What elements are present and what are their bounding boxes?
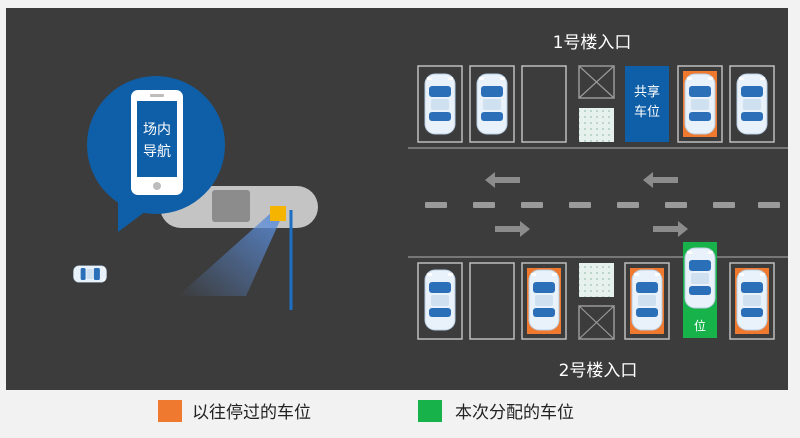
top-parking-row: 共享 车位 xyxy=(417,65,775,143)
parked-car xyxy=(684,73,716,135)
parking-space xyxy=(521,262,567,340)
parked-car xyxy=(736,269,768,331)
parked-car xyxy=(736,73,768,135)
parked-car xyxy=(631,269,663,331)
parked-car xyxy=(424,73,456,135)
blocked-space-icon xyxy=(578,305,615,340)
empty-parking-space xyxy=(469,262,515,340)
entrance-bottom-label: 2号楼入口 xyxy=(559,361,638,381)
legend-swatch-assigned xyxy=(418,400,442,422)
arrow-right-icon xyxy=(495,221,530,237)
green-space-marker xyxy=(579,108,614,142)
assigned-spot-label: 位 xyxy=(694,318,706,333)
legend-swatch-previous xyxy=(158,400,182,422)
arrow-left-icon xyxy=(485,172,520,188)
parked-car xyxy=(528,269,560,331)
parking-space xyxy=(729,65,775,143)
phone-speaker xyxy=(150,94,164,97)
legend: 以往停过的车位 本次分配的车位 xyxy=(158,400,574,423)
arrow-right-icon xyxy=(653,221,688,237)
legend-label-assigned: 本次分配的车位 xyxy=(455,403,574,423)
phone-screen xyxy=(137,101,177,177)
arrow-left-icon xyxy=(643,172,678,188)
shared-spot-line2: 车位 xyxy=(634,104,660,120)
shared-spot-line1: 共享 xyxy=(634,84,660,100)
navigation-illustration: 场内 导航 xyxy=(73,76,318,310)
entrance-top-label: 1号楼入口 xyxy=(553,33,632,53)
parking-space xyxy=(729,262,775,340)
device-screen xyxy=(212,190,250,222)
arriving-car xyxy=(684,247,716,309)
light-beam xyxy=(178,212,282,296)
phone-text-line1: 场内 xyxy=(143,122,171,138)
parked-car xyxy=(424,269,456,331)
parking-space xyxy=(469,65,515,143)
parking-space xyxy=(417,262,463,340)
phone-text-line2: 导航 xyxy=(143,144,171,160)
parking-space xyxy=(417,65,463,143)
legend-label-previous: 以往停过的车位 xyxy=(192,403,311,423)
parked-car xyxy=(476,73,508,135)
shared-parking-space xyxy=(625,66,669,142)
camera-icon xyxy=(270,206,286,221)
phone-home-button xyxy=(153,182,161,190)
blocked-space-icon xyxy=(578,65,615,99)
entering-car xyxy=(73,265,107,283)
empty-parking-space xyxy=(521,65,567,143)
lane-dashes xyxy=(425,202,780,208)
parking-space xyxy=(677,65,723,143)
bottom-parking-row: 位 xyxy=(417,242,775,340)
green-space-marker xyxy=(579,263,614,297)
parking-space xyxy=(624,262,670,340)
direction-arrows xyxy=(485,172,688,237)
